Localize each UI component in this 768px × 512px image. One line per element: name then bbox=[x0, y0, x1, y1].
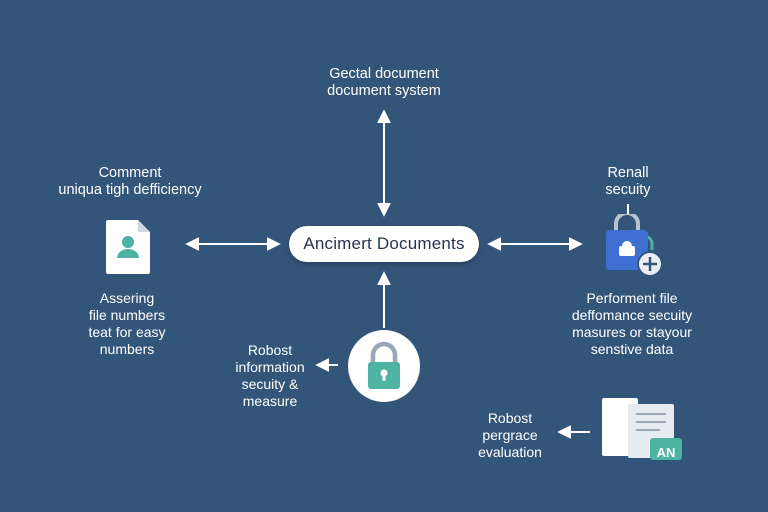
right-caption-line-2: deffomance secuity bbox=[571, 307, 693, 323]
bottom-center-line-1: Robost bbox=[247, 342, 293, 358]
padlock-icon bbox=[348, 330, 420, 402]
documents-badge-label: AN bbox=[656, 445, 676, 460]
top-label: Gectal document document system bbox=[304, 66, 464, 100]
documents-icon bbox=[602, 398, 682, 460]
right-title-line-2: secuity bbox=[605, 182, 651, 198]
user-document-icon bbox=[106, 220, 150, 274]
right-caption: Performent file deffomance secuity masur… bbox=[552, 290, 712, 358]
bottom-right-line-1: Robost bbox=[487, 410, 533, 426]
bottom-right-label: Robost pergrace evaluation bbox=[460, 410, 560, 461]
right-caption-line-4: senstive data bbox=[590, 341, 674, 357]
bottom-center-label: Robost information secuity & measure bbox=[222, 342, 318, 410]
top-label-line-2: document system bbox=[327, 83, 441, 99]
right-title: Renall secuity bbox=[578, 165, 678, 199]
center-node-label: Ancimert Documents bbox=[303, 234, 465, 253]
left-caption-line-2: file numbers bbox=[88, 307, 166, 323]
left-caption-line-1: Assering bbox=[99, 290, 155, 306]
left-title-line-2: uniqua tigh defficiency bbox=[58, 182, 202, 198]
left-caption-line-3: teat for easy bbox=[88, 324, 166, 340]
right-caption-line-1: Performent file bbox=[586, 290, 678, 306]
left-title-line-1: Comment bbox=[98, 165, 162, 181]
center-node: Ancimert Documents bbox=[289, 226, 479, 262]
bottom-center-line-3: secuity & bbox=[241, 376, 299, 392]
bottom-right-line-2: pergrace bbox=[482, 427, 538, 443]
right-title-line-1: Renall bbox=[607, 165, 649, 181]
bottom-center-line-2: information bbox=[235, 359, 305, 375]
right-caption-line-3: masures or stayour bbox=[572, 324, 692, 340]
left-caption: Assering file numbers teat for easy numb… bbox=[62, 290, 192, 358]
bottom-center-line-4: measure bbox=[242, 393, 298, 409]
lock-plus-icon bbox=[606, 214, 663, 277]
left-caption-line-4: numbers bbox=[99, 341, 155, 357]
top-label-line-1: Gectal document bbox=[329, 66, 439, 82]
bottom-right-line-3: evaluation bbox=[478, 444, 542, 460]
left-title: Comment uniqua tigh defficiency bbox=[40, 165, 220, 199]
